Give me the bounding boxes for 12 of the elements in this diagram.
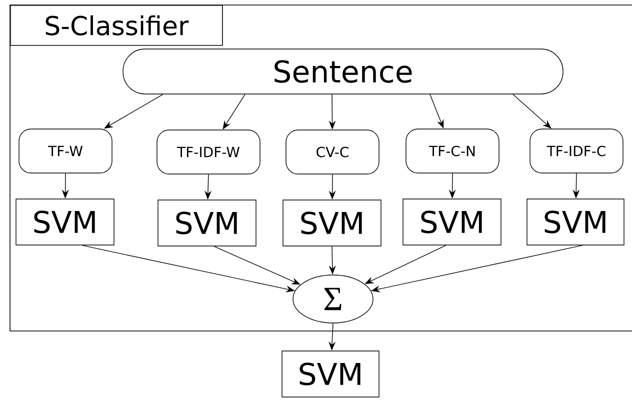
- input-box: Sentence: [122, 48, 564, 94]
- classifier-box: SVM: [16, 198, 114, 246]
- feature-box: TF-W: [18, 128, 112, 174]
- classifier-box: SVM: [282, 200, 382, 246]
- classifier-box: SVM: [158, 200, 256, 246]
- feature-box: TF-C-N: [406, 128, 500, 174]
- classifier-box: SVM: [282, 350, 380, 398]
- classifier-box: SVM: [402, 198, 502, 246]
- feature-box: TF-IDF-C: [530, 128, 624, 174]
- feature-box: CV-C: [286, 130, 380, 174]
- classifier-box: SVM: [526, 198, 624, 246]
- feature-box: TF-IDF-W: [156, 130, 260, 174]
